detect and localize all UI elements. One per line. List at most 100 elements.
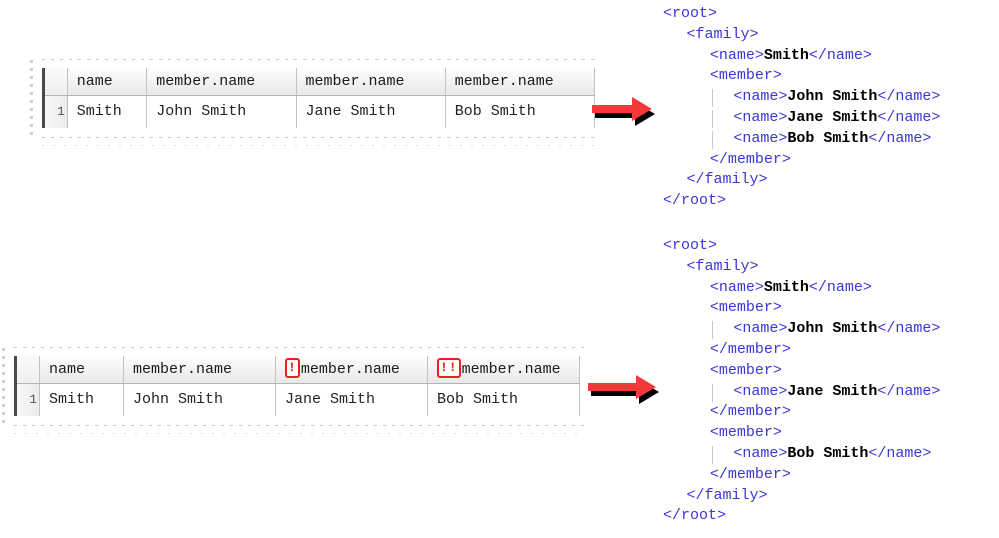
table-cell[interactable]: Bob Smith	[427, 383, 580, 416]
column-header[interactable]: !member.name	[275, 356, 428, 384]
xml-line: </member>	[663, 340, 940, 361]
xml-tag: <member>	[709, 299, 782, 317]
xml-line: </member>	[663, 402, 940, 423]
table-cell[interactable]: Smith	[67, 95, 148, 128]
table-cell[interactable]: John Smith	[146, 95, 297, 128]
xml-line: <name>John Smith</name>	[663, 87, 940, 108]
xml-line: </family>	[663, 170, 940, 191]
xml-line: </root>	[663, 191, 940, 212]
xml-output-flattened: <root><family><name>Smith</name><member>…	[663, 4, 940, 212]
row-number-header	[45, 68, 68, 96]
xml-text-value: Smith	[763, 278, 809, 296]
grid-ghost-line-top	[14, 347, 584, 348]
indent-guide	[711, 89, 713, 108]
grid-ghost-line-bottom	[42, 137, 595, 138]
xml-line: <family>	[663, 257, 940, 278]
column-header-label: member.name	[461, 361, 561, 378]
xml-tag: </member>	[709, 340, 791, 358]
xml-line: <name>Smith</name>	[663, 46, 940, 67]
xml-tag: <name>	[709, 46, 764, 64]
xml-line: <name>Bob Smith</name>	[663, 444, 940, 465]
table-cell[interactable]: Jane Smith	[275, 383, 428, 416]
table-cell[interactable]: Jane Smith	[296, 95, 446, 128]
grid-left-border	[42, 68, 45, 128]
indent-guide	[711, 321, 713, 340]
xml-tag: <root>	[663, 237, 718, 254]
xml-text-value: John Smith	[787, 88, 878, 106]
xml-line: </member>	[663, 150, 940, 171]
xml-text-value: Smith	[763, 46, 809, 64]
xml-tag: </name>	[877, 108, 941, 126]
column-header[interactable]: member.name	[146, 68, 297, 96]
xml-tag: <root>	[663, 5, 718, 22]
xml-tag: </root>	[663, 507, 727, 525]
indent-guide	[711, 110, 713, 128]
xml-tag: </family>	[686, 486, 768, 504]
grid-ghost-line-bottom-2	[14, 433, 584, 434]
indent-guide	[711, 130, 713, 149]
warning-marker-icon[interactable]: !	[285, 358, 300, 379]
xml-tag: <member>	[709, 424, 782, 442]
xml-tag: <name>	[733, 108, 788, 126]
xml-text-value: John Smith	[787, 320, 878, 338]
table-cell[interactable]: John Smith	[123, 383, 276, 416]
xml-text-value: Bob Smith	[787, 129, 869, 147]
column-header[interactable]: name	[39, 356, 124, 384]
column-header[interactable]: !!member.name	[427, 356, 580, 384]
arrow-bottom	[588, 374, 668, 408]
column-header[interactable]: member.name	[296, 68, 446, 96]
xml-tag: <family>	[686, 257, 759, 275]
grid-left-rail	[2, 348, 5, 424]
table-header-row: name member.name member.name member.name	[45, 68, 596, 96]
xml-tag: <name>	[733, 382, 788, 400]
xml-line: <member>	[663, 298, 940, 319]
indent-guide	[711, 383, 713, 402]
xml-tag: </name>	[868, 444, 932, 462]
grid-ghost-line-bottom	[14, 425, 584, 426]
table-cell[interactable]: Smith	[39, 383, 124, 416]
indent-guide	[711, 446, 713, 464]
xml-line: <name>Jane Smith</name>	[663, 108, 940, 129]
column-header-label: member.name	[454, 73, 554, 90]
column-header-label: member.name	[300, 361, 400, 378]
row-number-cell: 1	[17, 383, 40, 416]
column-header-label: member.name	[156, 73, 256, 90]
xml-tag: <name>	[733, 129, 788, 147]
xml-output-normalized: <root><family><name>Smith</name><member>…	[663, 236, 940, 527]
grid-left-rail	[30, 60, 33, 136]
xml-tag: <family>	[686, 25, 759, 43]
xml-tag: </name>	[808, 278, 872, 296]
xml-tag: <name>	[709, 278, 764, 296]
column-header[interactable]: member.name	[123, 356, 276, 384]
grid-ghost-line-top	[42, 59, 595, 60]
xml-line: </root>	[663, 506, 940, 527]
table-cell[interactable]: Bob Smith	[445, 95, 596, 128]
xml-tag: </name>	[877, 382, 941, 400]
row-number-header	[17, 356, 40, 384]
xml-line: <member>	[663, 423, 940, 444]
warning-marker-icon[interactable]: !!	[437, 358, 461, 379]
column-header[interactable]: member.name	[445, 68, 596, 96]
xml-tag: </name>	[877, 88, 941, 106]
xml-line: <family>	[663, 25, 940, 46]
xml-tag: </name>	[868, 129, 932, 147]
xml-line: <member>	[663, 361, 940, 382]
column-header-label: member.name	[305, 73, 405, 90]
xml-tag: <name>	[733, 320, 788, 338]
xml-line: <name>Bob Smith</name>	[663, 129, 940, 150]
xml-tag: <name>	[733, 444, 788, 462]
xml-line: <member>	[663, 66, 940, 87]
column-header-label: member.name	[133, 361, 233, 378]
xml-line: <name>John Smith</name>	[663, 319, 940, 340]
xml-tag: </member>	[709, 465, 791, 483]
xml-tag: </name>	[808, 46, 872, 64]
column-header[interactable]: name	[67, 68, 148, 96]
xml-tag: </family>	[686, 171, 768, 189]
